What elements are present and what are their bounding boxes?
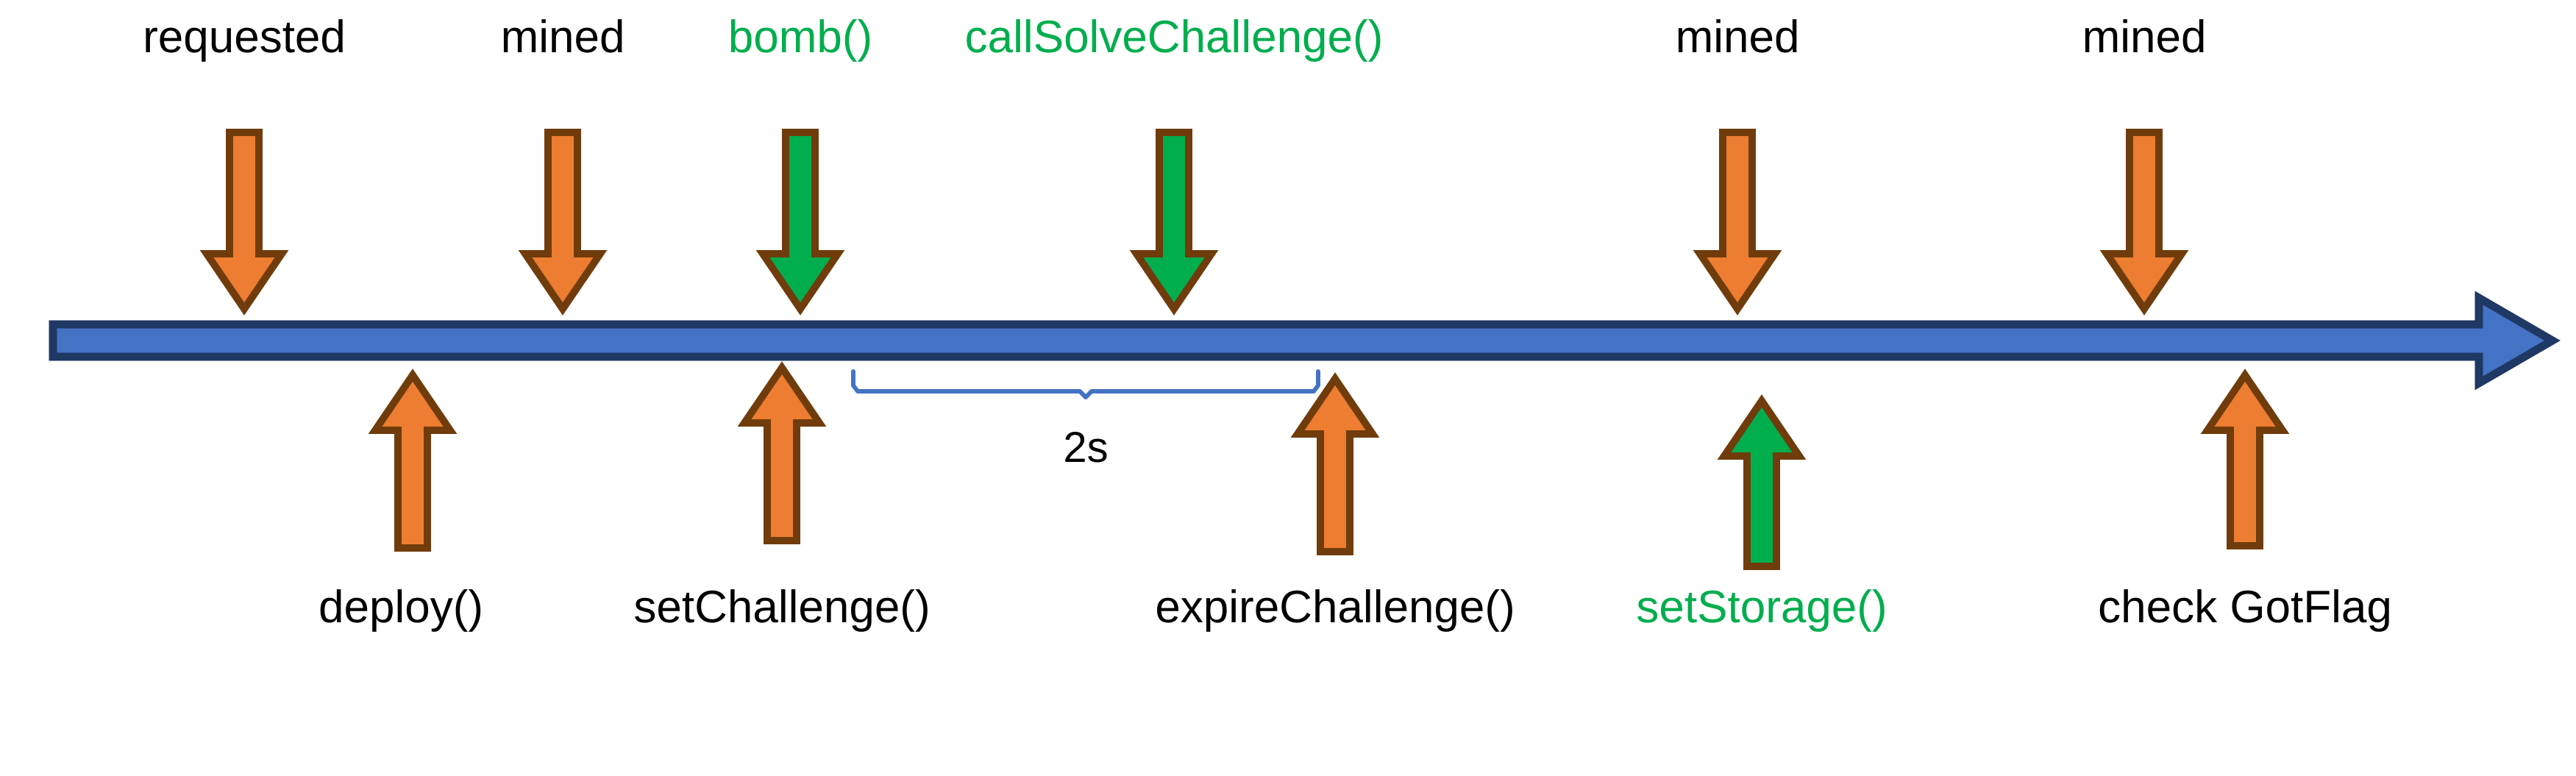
down-arrow-mined-1 bbox=[518, 129, 608, 316]
orange-down-arrow bbox=[199, 129, 289, 316]
event-label-mined-2: mined bbox=[1675, 12, 1800, 63]
timeline-arrow-shape bbox=[49, 291, 2561, 391]
green-up-arrow bbox=[1717, 394, 1807, 570]
orange-up-arrow bbox=[1290, 372, 1380, 555]
event-label-callsolvechallenge: callSolveChallenge() bbox=[964, 12, 1384, 63]
event-label-setstorage: setStorage() bbox=[1636, 582, 1887, 633]
event-label-check-gotflag: check GotFlag bbox=[2098, 582, 2392, 633]
duration-bracket bbox=[851, 369, 1320, 399]
up-arrow-setstorage bbox=[1717, 394, 1807, 570]
down-arrow-callsolvechallenge bbox=[1129, 129, 1219, 316]
orange-down-arrow bbox=[2099, 129, 2189, 316]
duration-label: 2s bbox=[1063, 424, 1109, 471]
orange-down-arrow bbox=[518, 129, 608, 316]
up-arrow-expirechallenge bbox=[1290, 372, 1380, 555]
event-label-deploy: deploy() bbox=[319, 582, 483, 633]
up-arrow-deploy bbox=[368, 369, 458, 552]
bracket-path bbox=[851, 369, 1320, 399]
event-label-requested: requested bbox=[143, 12, 346, 63]
up-arrow-setchallenge bbox=[737, 361, 827, 544]
green-down-arrow bbox=[1129, 129, 1219, 316]
down-arrow-requested bbox=[199, 129, 289, 316]
orange-up-arrow bbox=[737, 361, 827, 544]
down-arrow-mined-2 bbox=[1693, 129, 1782, 316]
down-arrow-bomb bbox=[755, 129, 845, 316]
down-arrow-mined-3 bbox=[2099, 129, 2189, 316]
event-label-mined-1: mined bbox=[500, 12, 625, 63]
up-arrow-check-gotflag bbox=[2200, 369, 2290, 549]
timeline-axis bbox=[49, 291, 2561, 391]
event-label-mined-3: mined bbox=[2082, 12, 2207, 63]
event-label-bomb: bomb() bbox=[727, 12, 873, 63]
green-down-arrow bbox=[755, 129, 845, 316]
orange-up-arrow bbox=[2200, 369, 2290, 549]
orange-up-arrow bbox=[368, 369, 458, 552]
orange-down-arrow bbox=[1693, 129, 1782, 316]
event-label-setchallenge: setChallenge() bbox=[633, 582, 931, 633]
event-label-expirechallenge: expireChallenge() bbox=[1155, 582, 1515, 633]
